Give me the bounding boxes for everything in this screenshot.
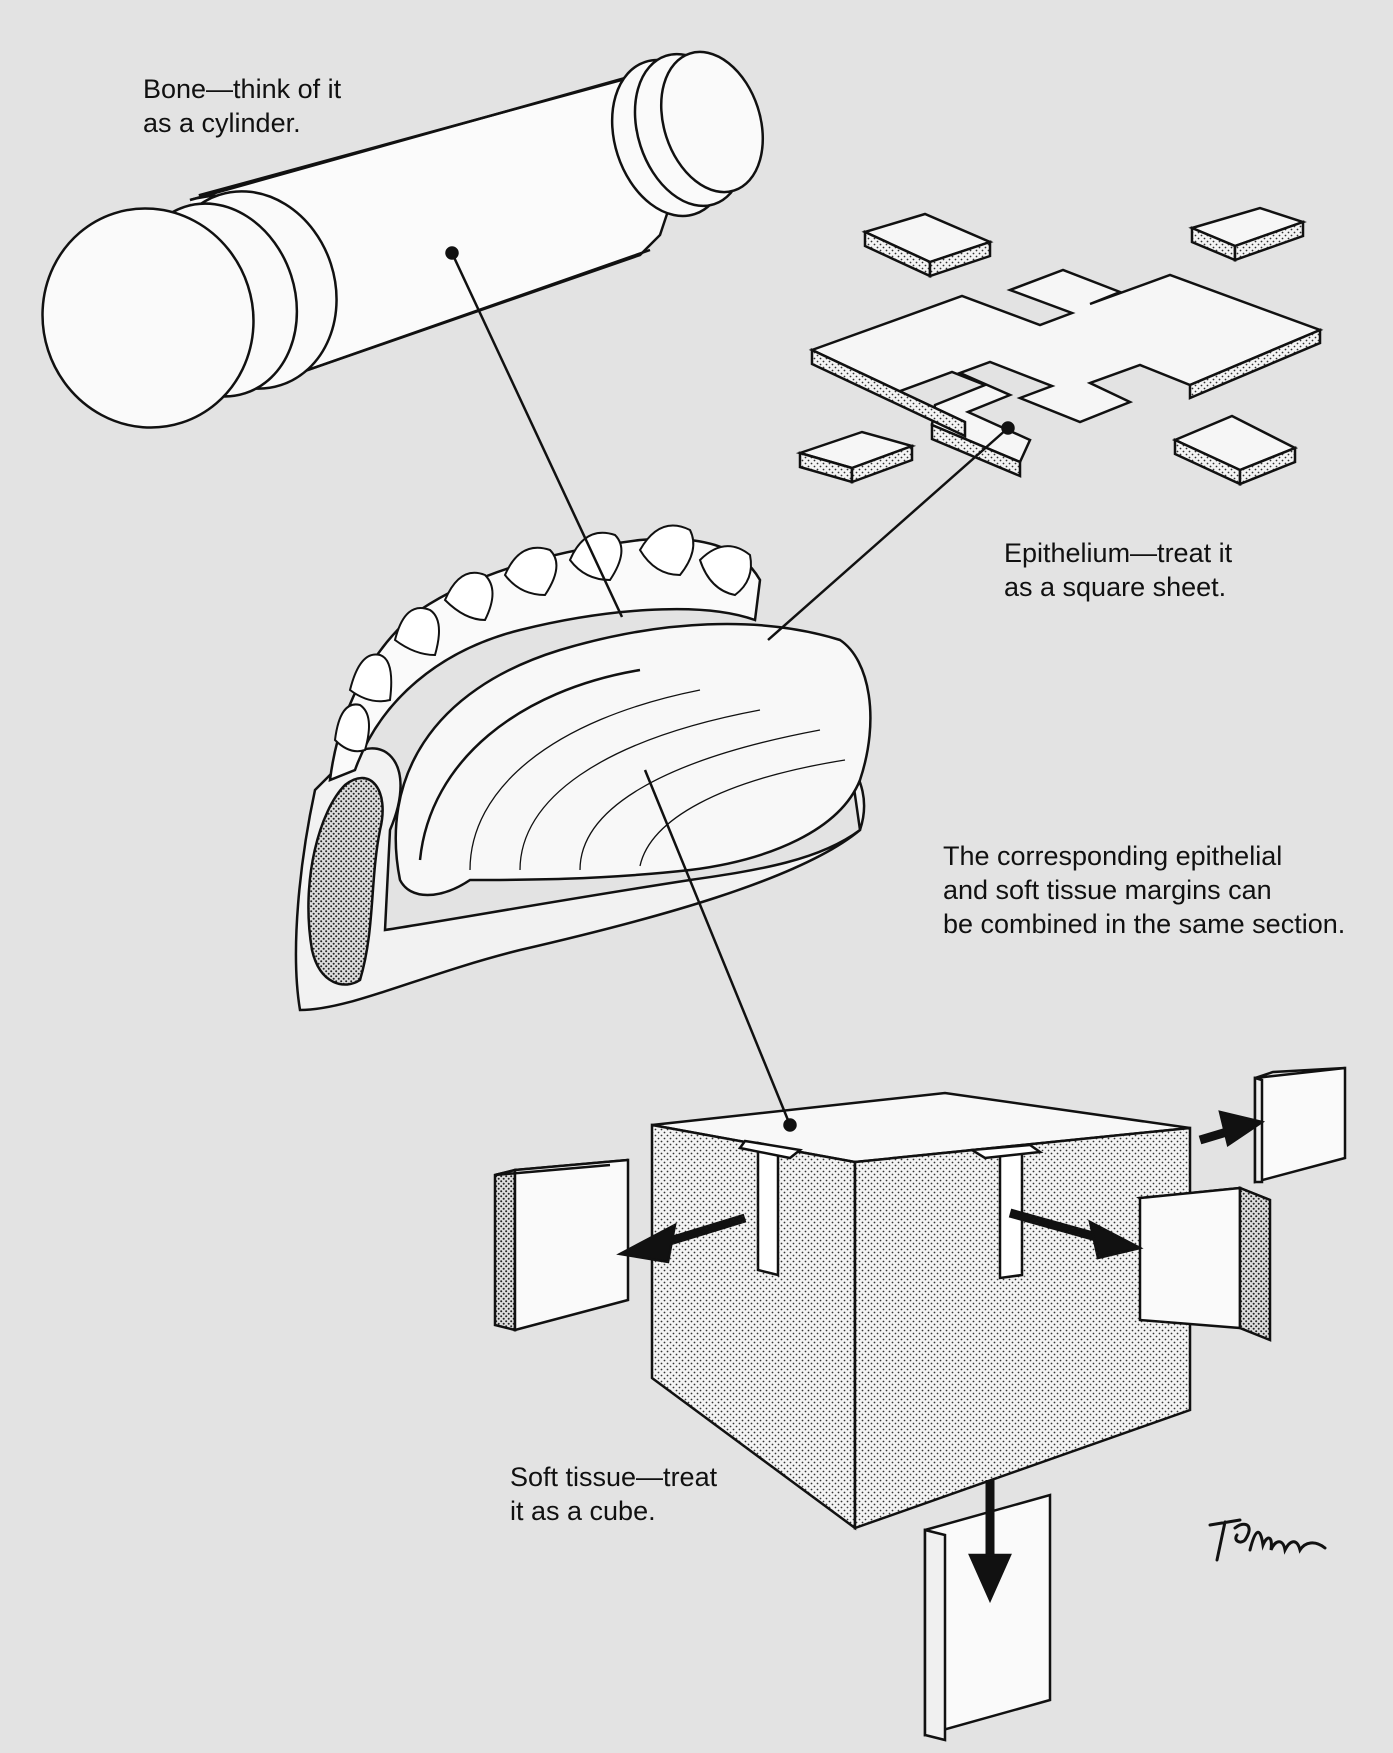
soft-tissue-slab-right-top bbox=[1253, 1066, 1347, 1184]
epithelium-label: Epithelium—treat it as a square sheet. bbox=[1004, 538, 1233, 602]
soft-tissue-slab-right-bottom bbox=[1135, 1186, 1272, 1342]
soft-tissue-leader-line bbox=[643, 769, 797, 1132]
oral-cavity-illustration bbox=[294, 524, 872, 1012]
leader-lines bbox=[445, 246, 1015, 1132]
artist-signature bbox=[1208, 1518, 1327, 1562]
epithelium-sheet-illustration bbox=[795, 206, 1324, 486]
combined-margins-label: The corresponding epithelial and soft ti… bbox=[943, 841, 1346, 939]
separation-arrows bbox=[616, 1110, 1266, 1604]
soft-tissue-cube-illustration bbox=[493, 1066, 1347, 1742]
bone-cylinder-illustration bbox=[41, 50, 765, 429]
epithelium-tab-bottom-left bbox=[795, 430, 917, 484]
epithelium-leader-line bbox=[767, 421, 1015, 641]
soft-tissue-slab-left bbox=[493, 1158, 630, 1332]
epithelium-tab-top-right bbox=[1188, 206, 1307, 262]
bone-leader-line bbox=[445, 246, 624, 618]
bone-label: Bone—think of it as a cylinder. bbox=[143, 74, 342, 138]
epithelium-tab-bottom-right bbox=[1171, 414, 1299, 486]
soft-tissue-slab-bottom bbox=[923, 1493, 1052, 1742]
epithelium-tab-top-left bbox=[861, 212, 994, 278]
soft-tissue-label: Soft tissue—treat it as a cube. bbox=[510, 1462, 718, 1526]
